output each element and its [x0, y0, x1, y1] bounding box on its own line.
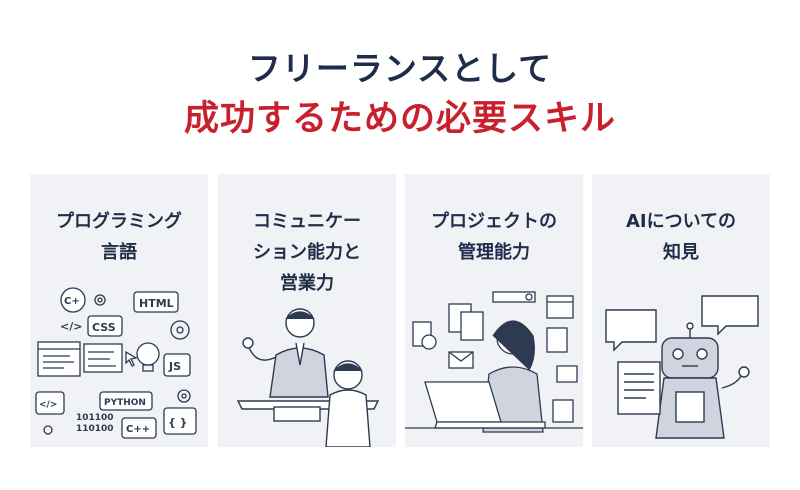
svg-text:HTML: HTML: [139, 297, 174, 310]
cplus-bubble-icon: C+: [60, 287, 86, 313]
speech-bubble-icon: [605, 309, 657, 352]
mail-icon: [448, 351, 474, 369]
gear-icon: [43, 425, 53, 435]
card-title-line: プログラミング: [56, 211, 182, 232]
search-bar-icon: [492, 291, 536, 303]
svg-text:</>: </>: [39, 400, 57, 410]
title-line-2: 成功するための必要スキル: [183, 99, 616, 139]
card-title: AIについての 知見: [592, 206, 770, 268]
binary-text-icon: 101100 110100: [76, 413, 114, 434]
lightbulb-icon: [136, 342, 160, 372]
js-tag-icon: JS: [163, 353, 191, 377]
card-title-line: 管理能力: [458, 242, 530, 263]
code-window-icon: [83, 343, 123, 373]
person-back-figure: [325, 360, 371, 447]
card-title-line: プロジェクトの: [431, 211, 557, 232]
gear-icon: [177, 389, 191, 403]
cursor-icon: [125, 350, 138, 367]
code-brackets-icon: </>: [60, 320, 82, 333]
robot-figure: [655, 322, 750, 439]
title-line-1: フリーランスとして: [247, 49, 553, 88]
skill-card-communication: コミュニケー ション能力と 営業力: [218, 174, 396, 447]
gear-icon: [170, 320, 190, 340]
folder-icon: [556, 365, 578, 383]
svg-text:101100: 101100: [76, 413, 114, 423]
skill-card-project-management: プロジェクトの 管理能力: [405, 174, 583, 447]
cplusplus-bubble-icon: C++: [121, 417, 157, 439]
code-window-icon: [37, 341, 81, 377]
card-title-line: コミュニケー: [253, 211, 361, 232]
card-title-line: ション能力と: [253, 242, 361, 263]
papers-shape: [273, 406, 321, 422]
skill-card-ai-knowledge: AIについての 知見: [592, 174, 770, 447]
svg-text:C+: C+: [64, 296, 80, 307]
checklist-icon: [552, 399, 574, 423]
python-tag-icon: PYTHON: [99, 391, 153, 411]
svg-text:PYTHON: PYTHON: [104, 398, 146, 408]
card-title: プログラミング 言語: [30, 206, 208, 268]
card-title-line: AIについての: [625, 211, 737, 232]
file-search-icon: [412, 321, 437, 350]
svg-text:</>: </>: [60, 320, 82, 333]
card-title-line: 営業力: [280, 273, 334, 294]
html-tag-icon: HTML: [133, 291, 179, 313]
css-tag-icon: CSS: [87, 315, 123, 337]
documents-icon: [448, 303, 484, 341]
document-icon: [617, 361, 661, 415]
svg-text:{ }: { }: [168, 416, 188, 429]
svg-text:C++: C++: [126, 424, 150, 435]
meeting-illustration: [218, 297, 396, 447]
svg-text:CSS: CSS: [92, 321, 116, 334]
card-title: プロジェクトの 管理能力: [405, 206, 583, 268]
programming-illustration: C+ HTML </> CSS: [30, 282, 208, 447]
svg-text:JS: JS: [168, 360, 181, 373]
card-title-line: 知見: [663, 242, 699, 263]
businessman-figure: [242, 308, 329, 398]
card-title: コミュニケー ション能力と 営業力: [218, 206, 396, 299]
card-title-line: 言語: [101, 242, 137, 263]
code-bubble-icon: </>: [35, 391, 65, 415]
svg-text:110100: 110100: [76, 424, 114, 434]
skill-card-programming: プログラミング 言語 C+ HTML </> CSS: [30, 174, 208, 447]
gear-icon: [94, 294, 106, 306]
document-icon: [546, 327, 568, 353]
calendar-icon: [546, 295, 574, 319]
speech-bubble-icon: [701, 295, 759, 336]
laptop-illustration: [405, 282, 583, 447]
braces-window-icon: { }: [163, 407, 197, 435]
laptop-icon: [424, 381, 546, 429]
robot-illustration: [592, 282, 770, 447]
